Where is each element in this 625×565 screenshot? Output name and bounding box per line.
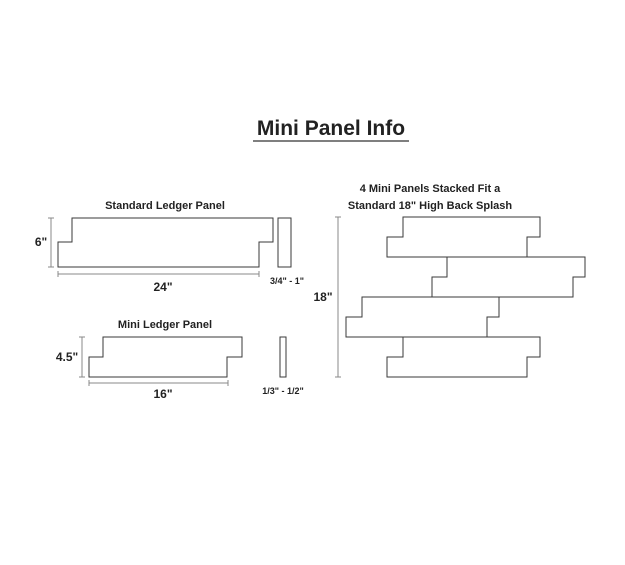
mini-panel-edge [279, 336, 287, 378]
standard-width-label: 24" [153, 280, 172, 294]
mini-panel-title: Mini Ledger Panel [118, 319, 212, 331]
mini-width-dimension [88, 380, 229, 386]
mini-ledger-panel: Mini Ledger Panel 4.5" 16" 1/3" - 1/2" [56, 319, 304, 401]
mini-height-label: 4.5" [56, 350, 78, 364]
standard-width-dimension [57, 271, 260, 277]
standard-panel-title: Standard Ledger Panel [105, 200, 225, 212]
mini-thickness-label: 1/3" - 1/2" [262, 386, 304, 396]
stack-title-line1: 4 Mini Panels Stacked Fit a [360, 183, 501, 195]
standard-panel-edge [277, 217, 292, 268]
stacked-panel-3 [345, 296, 500, 338]
stacked-panels: 4 Mini Panels Stacked Fit a Standard 18"… [313, 183, 586, 378]
mini-panel-shape [88, 336, 243, 378]
standard-height-dimension [48, 217, 54, 268]
mini-height-dimension [79, 336, 85, 378]
page-title: Mini Panel Info [257, 117, 405, 140]
mini-width-label: 16" [153, 387, 172, 401]
stack-height-label: 18" [313, 290, 332, 304]
stack-height-dimension [335, 216, 341, 378]
stacked-panel-4 [386, 336, 541, 378]
stacked-panel-1 [386, 216, 541, 258]
standard-thickness-label: 3/4" - 1" [270, 276, 304, 286]
standard-ledger-panel: Standard Ledger Panel 6" 24" 3/4" - 1" [35, 200, 304, 294]
stack-title-line2: Standard 18" High Back Splash [348, 200, 512, 212]
standard-height-label: 6" [35, 235, 47, 249]
standard-panel-shape [57, 217, 274, 268]
stacked-panel-2 [431, 256, 586, 298]
